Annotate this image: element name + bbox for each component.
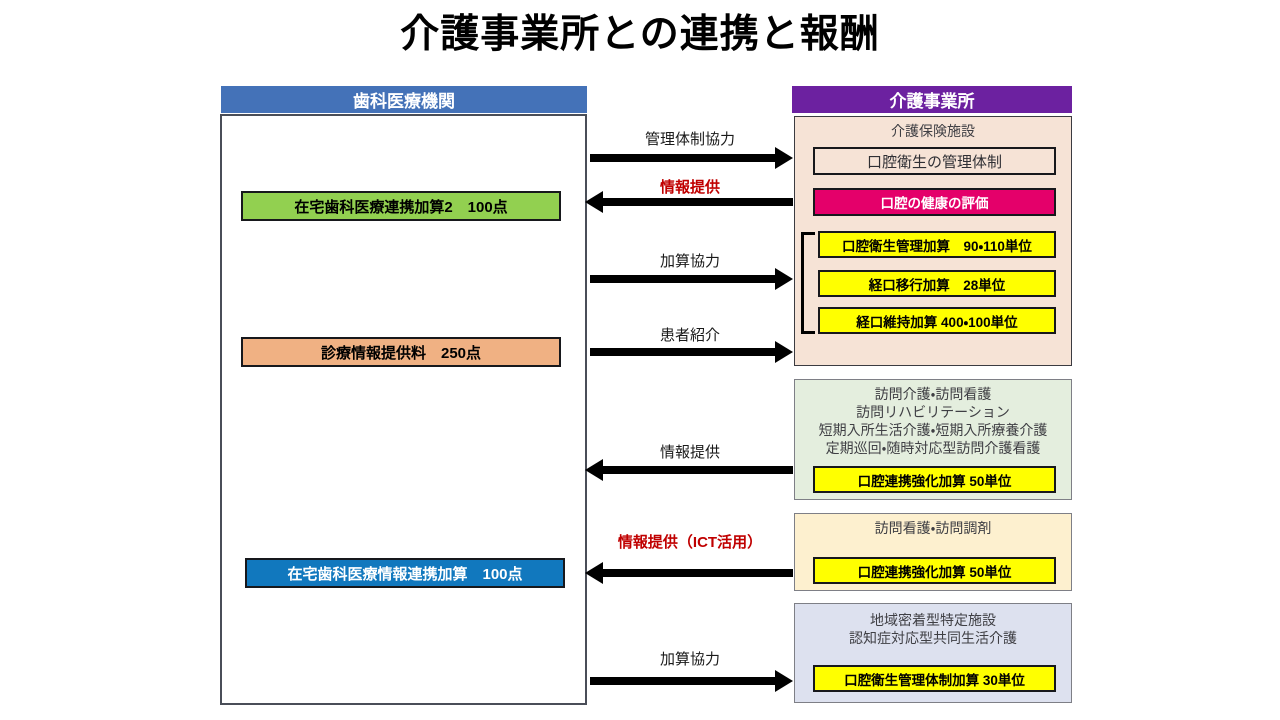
- box-oral-maintenance-addon[interactable]: 経口維持加算 400・100単位: [818, 307, 1056, 334]
- caption-line: 定期巡回・随時対応型訪問介護看護: [825, 439, 1041, 456]
- bracket-addon-group: [801, 232, 815, 334]
- arrow-addon-cooperation-upper: [590, 268, 793, 290]
- caption-line: 訪問リハビリテーション: [856, 403, 1010, 420]
- arrow-head: [585, 562, 603, 584]
- caption-line: 認知症対応型共同生活介護: [849, 629, 1017, 646]
- arrow-head: [775, 268, 793, 290]
- fee-box-home-dental-cooperation-2[interactable]: 在宅歯科医療連携加算2 100点: [241, 191, 561, 221]
- arrow-management-system-cooperation: [590, 147, 793, 169]
- box-label: 口腔連携強化加算 50単位: [857, 473, 1012, 489]
- fee-box-label: 在宅歯科医療情報連携加算 100点: [287, 565, 523, 583]
- right-column-header-label: 介護事業所: [889, 92, 975, 111]
- arrow-patient-referral: [590, 341, 793, 363]
- box-label: 口腔の健康の評価: [880, 196, 989, 211]
- caption-line: 訪問介護・訪問看護: [874, 386, 992, 402]
- arrow-shaft: [603, 198, 793, 206]
- fee-box-label: 診療情報提供料 250点: [320, 344, 482, 362]
- box-oral-transition-addon[interactable]: 経口移行加算 28単位: [818, 270, 1056, 297]
- fee-box-home-dental-info-cooperation[interactable]: 在宅歯科医療情報連携加算 100点: [245, 558, 565, 588]
- arrow-shaft: [603, 569, 793, 577]
- box-label: 口腔連携強化加算 50単位: [857, 564, 1012, 580]
- arrow-shaft: [590, 154, 775, 162]
- group-caption-community-based-facility: 地域密着型特定施設 認知症対応型共同生活介護: [795, 612, 1071, 648]
- group-caption-visiting-nursing-pharmacy: 訪問看護・訪問調剤: [874, 520, 992, 536]
- arrow-information-provision-top: [585, 191, 793, 213]
- arrow-head: [585, 191, 603, 213]
- arrow-head: [775, 670, 793, 692]
- box-oral-cooperation-strengthening-addon-nursing[interactable]: 口腔連携強化加算 50単位: [813, 557, 1056, 584]
- box-oral-cooperation-strengthening-addon-visit[interactable]: 口腔連携強化加算 50単位: [813, 466, 1056, 493]
- box-oral-hygiene-management-system[interactable]: 口腔衛生の管理体制: [813, 147, 1056, 175]
- arrow-label-addon-cooperation-lower: 加算協力: [659, 651, 720, 668]
- arrow-label-information-provision-middle: 情報提供: [659, 444, 720, 461]
- arrow-label-patient-referral: 患者紹介: [659, 327, 720, 344]
- arrow-shaft: [590, 275, 775, 283]
- caption-line: 短期入所生活介護・短期入所療養介護: [818, 421, 1048, 438]
- arrow-label-information-provision-ict: 情報提供（ICT活用）: [617, 534, 763, 551]
- arrow-information-provision-middle: [585, 459, 793, 481]
- group-caption-care-insurance-facility: 介護保険施設: [891, 123, 975, 139]
- box-label: 経口移行加算 28単位: [868, 277, 1006, 293]
- arrow-head: [775, 341, 793, 363]
- caption-line: 地域密着型特定施設: [870, 612, 996, 628]
- box-oral-hygiene-management-addon[interactable]: 口腔衛生管理加算 90・110単位: [818, 231, 1056, 258]
- box-oral-health-evaluation[interactable]: 口腔の健康の評価: [813, 188, 1056, 216]
- left-column-header-label: 歯科医療機関: [353, 92, 455, 111]
- fee-box-medical-information-provision[interactable]: 診療情報提供料 250点: [241, 337, 561, 367]
- arrow-head: [775, 147, 793, 169]
- box-oral-hygiene-management-system-addon[interactable]: 口腔衛生管理体制加算 30単位: [813, 665, 1056, 692]
- box-label: 経口維持加算 400・100単位: [856, 314, 1018, 330]
- arrow-shaft: [603, 466, 793, 474]
- arrow-label-information-provision-top: 情報提供: [659, 179, 720, 196]
- box-label: 口腔衛生管理加算 90・110単位: [842, 238, 1032, 254]
- arrow-label-addon-cooperation-upper: 加算協力: [659, 253, 720, 270]
- box-label: 口腔衛生管理体制加算 30単位: [844, 672, 1025, 688]
- page-title: 介護事業所との連携と報酬: [400, 13, 880, 56]
- fee-box-label: 在宅歯科医療連携加算2 100点: [294, 198, 508, 216]
- arrow-shaft: [590, 348, 775, 356]
- arrow-shaft: [590, 677, 775, 685]
- right-column-header: 介護事業所: [792, 86, 1072, 113]
- left-column-header: 歯科医療機関: [221, 86, 587, 113]
- arrow-label-management-system-cooperation: 管理体制協力: [644, 131, 735, 148]
- arrow-information-provision-ict: [585, 562, 793, 584]
- group-caption-home-visit-services: 訪問介護・訪問看護 訪問リハビリテーション 短期入所生活介護・短期入所療養介護 …: [795, 386, 1071, 458]
- arrow-addon-cooperation-lower: [590, 670, 793, 692]
- box-label: 口腔衛生の管理体制: [866, 153, 1002, 171]
- arrow-head: [585, 459, 603, 481]
